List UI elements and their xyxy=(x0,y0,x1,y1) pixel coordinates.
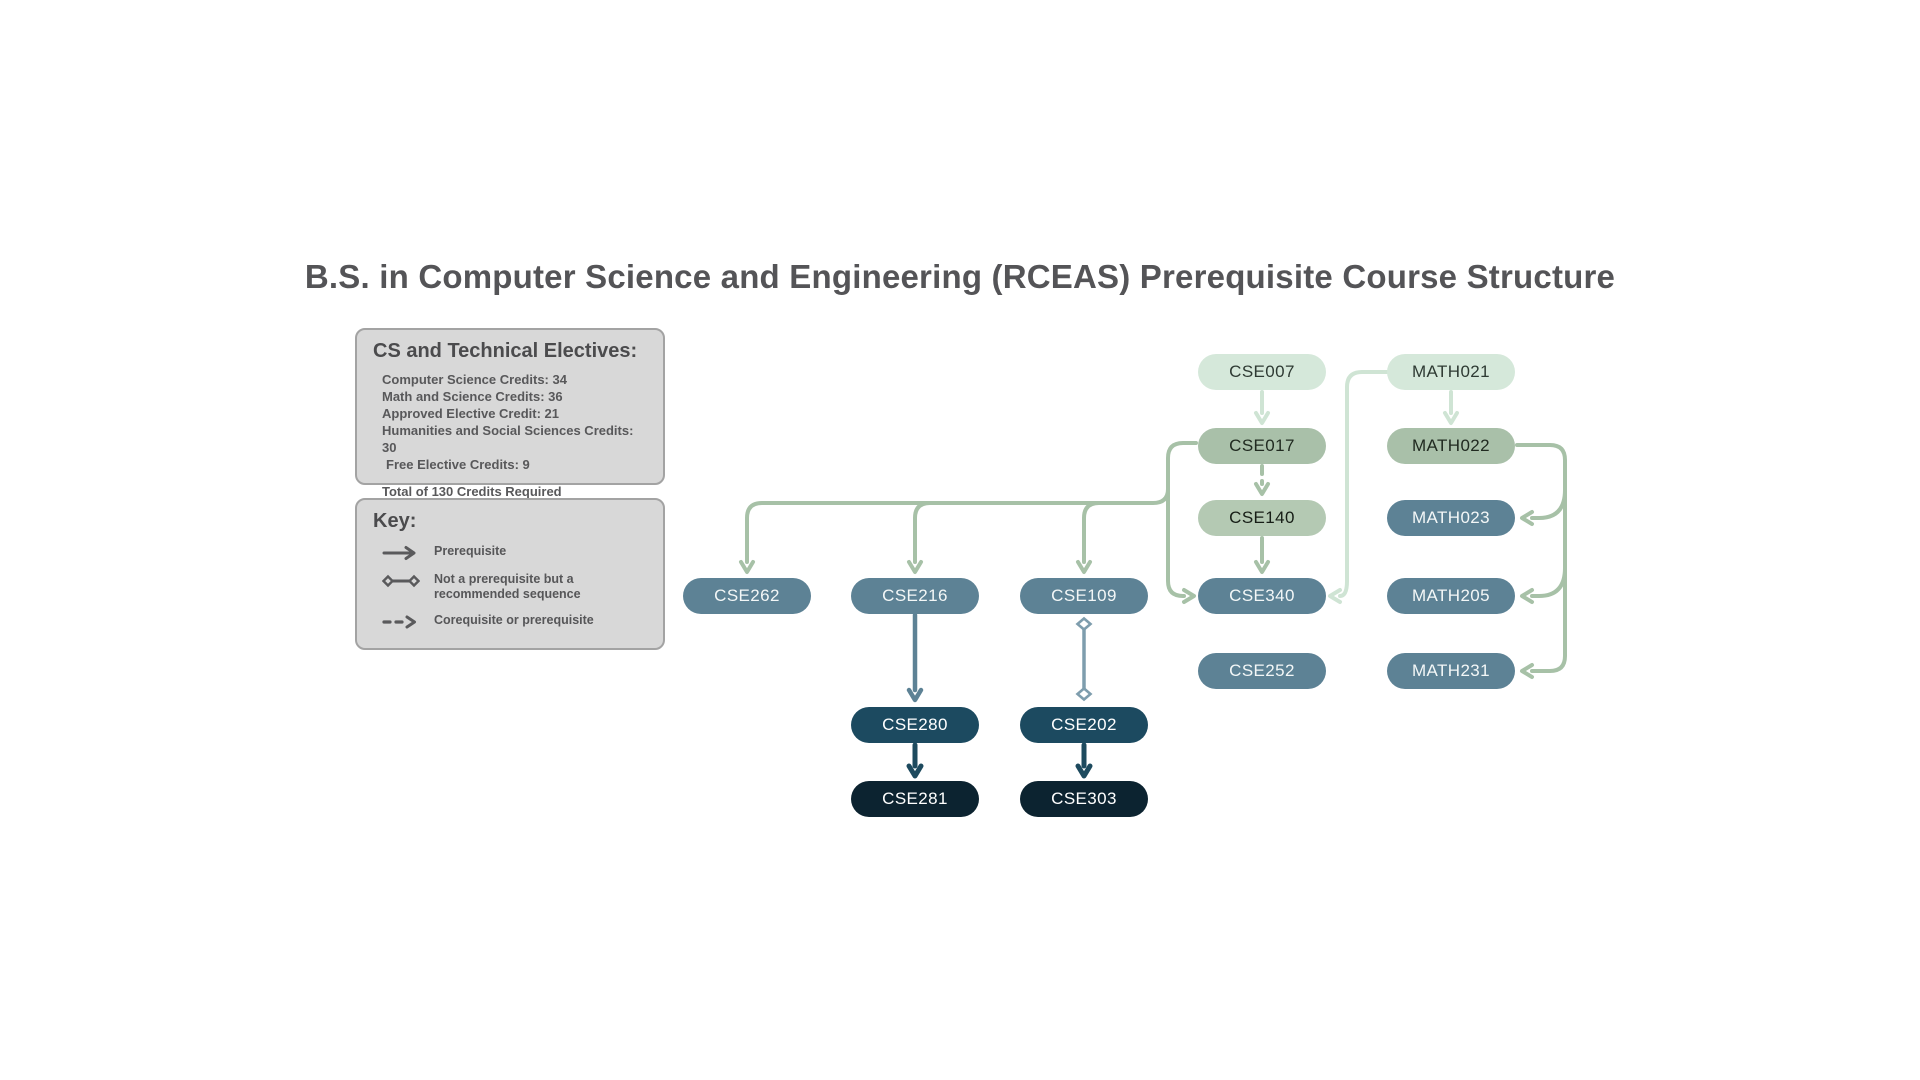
key-box: Key: Prerequisite Not a prerequisite but… xyxy=(355,498,665,650)
course-node-math021: MATH021 xyxy=(1387,354,1515,390)
key-row-corequisite: Corequisite or prerequisite xyxy=(382,613,647,630)
electives-item: Computer Science Credits: 34 xyxy=(382,372,567,387)
key-label: Not a prerequisite but a recommended seq… xyxy=(434,572,581,601)
electives-box: CS and Technical Electives: Computer Sci… xyxy=(355,328,665,499)
edge-math022-math231 xyxy=(1515,443,1567,679)
course-node-cse303: CSE303 xyxy=(1020,781,1148,817)
electives-item: Free Elective Credits: 9 xyxy=(386,457,530,472)
course-node-cse280: CSE280 xyxy=(851,707,979,743)
course-node-cse281: CSE281 xyxy=(851,781,979,817)
course-node-cse007: CSE007 xyxy=(1198,354,1326,390)
course-node-cse109: CSE109 xyxy=(1020,578,1148,614)
dashed-arrow-icon xyxy=(382,615,416,628)
course-node-cse140: CSE140 xyxy=(1198,500,1326,536)
key-label: Corequisite or prerequisite xyxy=(434,612,594,627)
prerequisite-solid-arrow-icon xyxy=(382,546,416,560)
diamond-line-icon xyxy=(382,574,420,588)
course-node-math022: MATH022 xyxy=(1387,428,1515,464)
course-node-cse216: CSE216 xyxy=(851,578,979,614)
edge-math022-math205 xyxy=(1520,566,1567,604)
edge-math021-cse340 xyxy=(1328,370,1389,604)
electives-box-title: CS and Technical Electives: xyxy=(373,340,638,362)
key-label: Prerequisite xyxy=(434,544,507,558)
course-node-math205: MATH205 xyxy=(1387,578,1515,614)
edge-cse017-cse109 xyxy=(1076,501,1101,574)
key-box-title: Key: xyxy=(373,510,417,532)
edge-cse017-cse216 xyxy=(907,501,932,574)
course-node-cse017: CSE017 xyxy=(1198,428,1326,464)
course-node-cse202: CSE202 xyxy=(1020,707,1148,743)
key-row-prerequisite: Prerequisite xyxy=(382,544,647,561)
course-node-cse252: CSE252 xyxy=(1198,653,1326,689)
electives-item: Approved Elective Credit: 21 xyxy=(382,406,559,421)
course-node-cse340: CSE340 xyxy=(1198,578,1326,614)
edge-math022-math023 xyxy=(1520,488,1567,526)
course-node-math231: MATH231 xyxy=(1387,653,1515,689)
electives-total: Total of 130 Credits Required xyxy=(382,484,562,499)
edge-cse017-cse262 xyxy=(739,487,1170,574)
electives-item: Humanities and Social Sciences Credits: … xyxy=(382,423,634,455)
course-node-cse262: CSE262 xyxy=(683,578,811,614)
edge-cse017-cse340 xyxy=(1166,441,1198,604)
page-title: B.S. in Computer Science and Engineering… xyxy=(304,258,1616,295)
electives-item: Math and Science Credits: 36 xyxy=(382,389,563,404)
key-row-recommended: Not a prerequisite but a recommended seq… xyxy=(382,572,647,602)
course-node-math023: MATH023 xyxy=(1387,500,1515,536)
